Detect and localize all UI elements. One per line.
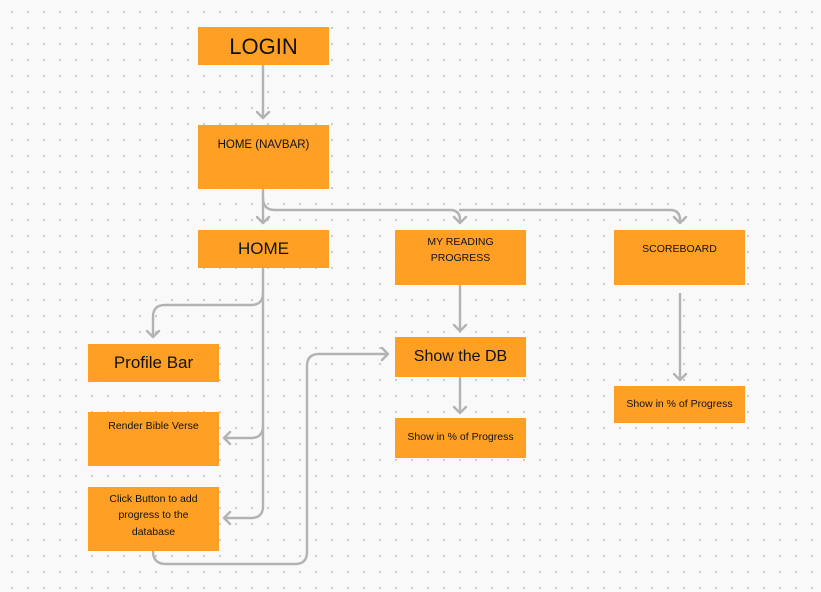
connector-home-to-profile bbox=[145, 266, 265, 339]
show-progress-scoreboard-label: Show in % of Progress bbox=[626, 397, 733, 410]
connector-scoreboard-to-progress bbox=[672, 292, 688, 382]
show-db-node: Show the DB bbox=[395, 337, 526, 377]
home-navbar-label: HOME (NAVBAR) bbox=[217, 139, 310, 151]
reading-progress-label-line-2: PROGRESS bbox=[430, 252, 491, 265]
render-bible-verse-label: Render Bible Verse bbox=[108, 420, 199, 432]
home-navbar-node: HOME (NAVBAR) bbox=[198, 125, 329, 189]
connector-navbar-to-reading bbox=[261, 196, 468, 225]
connector-click-to-showdb bbox=[151, 346, 390, 566]
profile-bar-node: Profile Bar bbox=[88, 344, 219, 382]
show-progress-reading-label: Show in % of Progress bbox=[407, 431, 514, 444]
show-progress-scoreboard-node: Show in % of Progress bbox=[614, 386, 745, 423]
show-progress-reading-node: Show in % of Progress bbox=[395, 418, 526, 458]
show-db-label: Show the DB bbox=[413, 348, 508, 365]
login-node: LOGIN bbox=[198, 27, 329, 65]
login-label: LOGIN bbox=[229, 33, 298, 59]
reading-progress-label-line-1: MY READING bbox=[427, 236, 494, 248]
connector-navbar-to-home bbox=[255, 188, 271, 225]
click-button-node: Click Button to add progress to the data… bbox=[88, 487, 219, 551]
home-node: HOME bbox=[198, 230, 329, 268]
scoreboard-label: SCOREBOARD bbox=[642, 243, 717, 255]
home-label: HOME bbox=[238, 239, 289, 259]
connector-reading-to-showdb bbox=[452, 284, 468, 333]
reading-progress-node: MY READING PROGRESS bbox=[395, 230, 526, 285]
click-button-label-line-1: Click Button to add bbox=[109, 493, 198, 505]
connector-showdb-to-progress bbox=[452, 376, 468, 415]
connector-navbar-to-scoreboard bbox=[458, 208, 688, 225]
render-bible-verse-node: Render Bible Verse bbox=[88, 412, 219, 466]
scoreboard-node: SCOREBOARD bbox=[614, 230, 745, 285]
connector-home-to-click bbox=[222, 424, 265, 526]
click-button-label-line-3: database bbox=[131, 525, 176, 538]
connector-home-to-verse bbox=[222, 291, 265, 446]
click-button-label-line-2: progress to the bbox=[118, 509, 189, 522]
connector-login-to-navbar bbox=[255, 64, 271, 120]
profile-bar-label: Profile Bar bbox=[113, 353, 194, 373]
